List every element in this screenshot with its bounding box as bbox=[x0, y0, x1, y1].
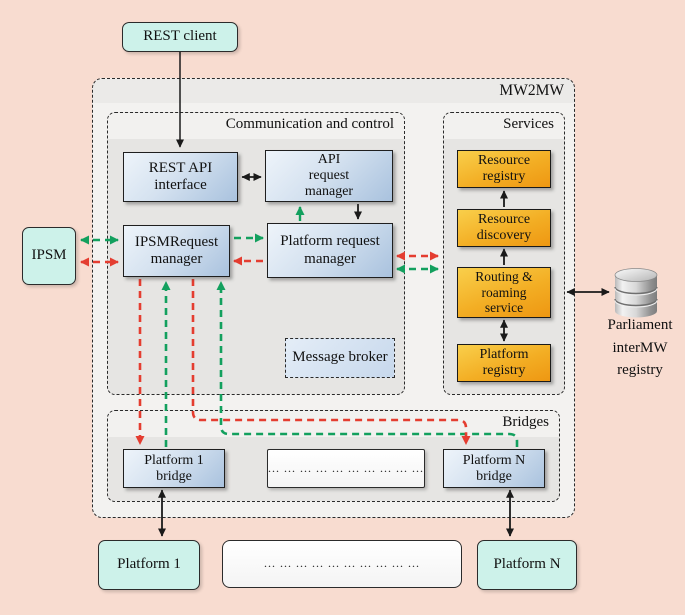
node-platform-placeholder: ... ... ... ... ... ... ... ... ... ... bbox=[222, 540, 462, 588]
platform-n-label: Platform N bbox=[493, 556, 561, 573]
node-ipsm-request-manager: IPSMRequest manager bbox=[123, 225, 230, 277]
rest-api-interface-label: REST API interface bbox=[148, 159, 213, 193]
node-routing-roaming-service: Routing & roaming service bbox=[457, 267, 551, 318]
bridges-label: Bridges bbox=[502, 414, 549, 430]
arrow-ipsmrequest-to-bridgeN-red bbox=[191, 279, 471, 445]
node-platform-n-bridge: Platform N bridge bbox=[443, 449, 545, 488]
resource-registry-label: Resource registry bbox=[477, 153, 531, 184]
platform-placeholder-dots: ... ... ... ... ... ... ... ... ... ... bbox=[264, 556, 420, 571]
arrow-bridgeN-to-ipsmrequest-green bbox=[216, 281, 519, 447]
platform-n-bridge-label: Platform N bridge bbox=[462, 452, 526, 484]
node-resource-discovery: Resource discovery bbox=[457, 209, 551, 247]
platform-request-manager-label: Platform request manager bbox=[280, 233, 380, 267]
resource-discovery-label: Resource discovery bbox=[476, 212, 532, 243]
parliament-intermw-registry-label: Parliament interMW registry bbox=[607, 317, 673, 378]
platform-1-bridge-label: Platform 1 bridge bbox=[144, 452, 204, 484]
node-platform-n: Platform N bbox=[477, 540, 577, 590]
node-platform-registry: Platform registry bbox=[457, 344, 551, 382]
routing-roaming-service-label: Routing & roaming service bbox=[475, 269, 533, 316]
platform-1-label: Platform 1 bbox=[117, 556, 181, 573]
message-broker-label: Message broker bbox=[292, 349, 388, 366]
node-bridge-placeholder: ... ... ... ... ... ... ... ... ... ... bbox=[267, 449, 425, 488]
node-platform-1: Platform 1 bbox=[98, 540, 200, 590]
node-rest-client: REST client bbox=[122, 22, 238, 52]
node-ipsm: IPSM bbox=[22, 227, 76, 285]
node-resource-registry: Resource registry bbox=[457, 150, 551, 188]
database-icon bbox=[614, 268, 658, 318]
node-message-broker: Message broker bbox=[285, 338, 395, 378]
api-request-manager-label: API request manager bbox=[304, 152, 354, 199]
node-api-request-manager: API request manager bbox=[265, 150, 393, 202]
platform-registry-label: Platform registry bbox=[479, 347, 529, 378]
bridge-placeholder-dots: ... ... ... ... ... ... ... ... ... ... bbox=[268, 460, 424, 475]
node-platform-request-manager: Platform request manager bbox=[267, 223, 393, 278]
services-label: Services bbox=[503, 116, 554, 132]
mw2mw-label: MW2MW bbox=[499, 82, 564, 99]
communication-label: Communication and control bbox=[225, 116, 394, 132]
rest-client-label: REST client bbox=[143, 28, 217, 45]
node-platform-1-bridge: Platform 1 bridge bbox=[123, 449, 225, 488]
ipsm-request-manager-label: IPSMRequest manager bbox=[134, 233, 219, 267]
node-rest-api-interface: REST API interface bbox=[123, 152, 238, 202]
ipsm-label: IPSM bbox=[31, 247, 67, 264]
